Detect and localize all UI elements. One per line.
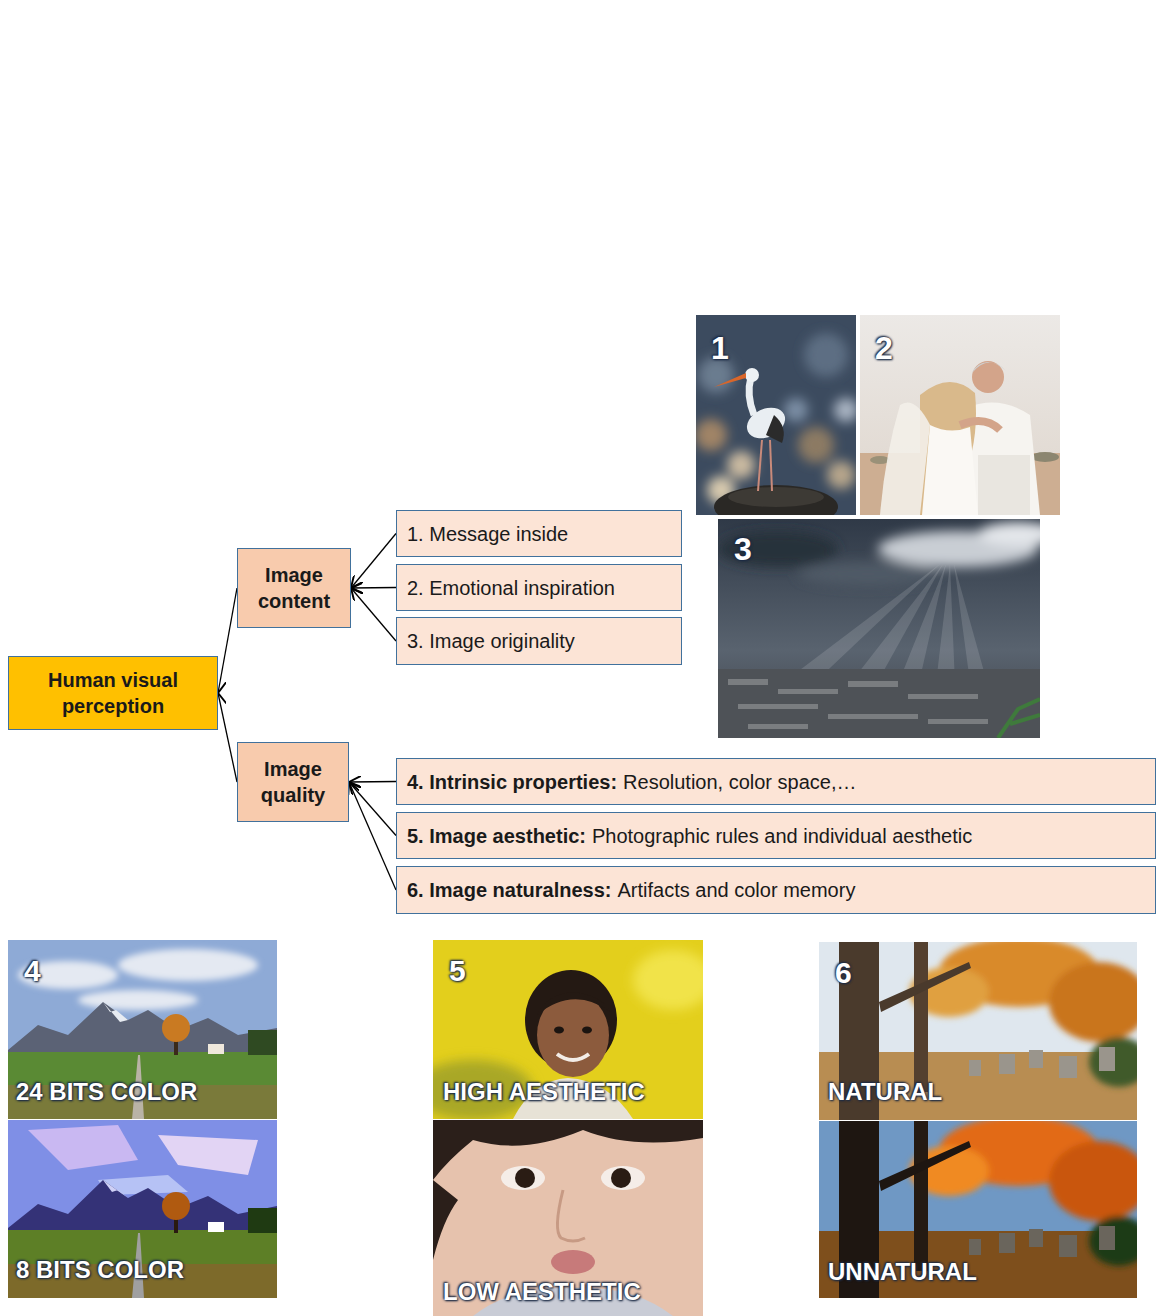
criterion-box: 2. Emotional inspiration <box>396 564 682 611</box>
photo-caption: LOW AESTHETIC <box>443 1280 641 1304</box>
criterion-box: 3. Image originality <box>396 617 682 665</box>
autumn-photo-unnatural <box>819 1116 1149 1298</box>
criterion-body: Resolution, color space,… <box>623 771 856 793</box>
arrow-connector <box>349 781 396 783</box>
callout-number: 1 <box>711 332 729 364</box>
callout-number: 5 <box>449 956 466 986</box>
arrow-connector <box>351 534 396 589</box>
criterion-heading: 6. Image naturalness: <box>407 879 612 901</box>
arrow-connector <box>351 588 396 641</box>
hug-photo <box>860 315 1060 515</box>
arrow-connector <box>218 693 237 782</box>
criterion-body: Artifacts and color memory <box>618 879 856 901</box>
node-text-group: 6. Image naturalness: Artifacts and color… <box>407 877 855 903</box>
node-text-group: 2. Emotional inspiration <box>407 575 615 601</box>
criterion-heading: 4. Intrinsic properties: <box>407 771 617 793</box>
callout-number: 4 <box>24 956 41 986</box>
stork-photo <box>695 315 858 529</box>
criterion-body: Photographic rules and individual aesthe… <box>592 825 972 847</box>
node-label: 3. Image originality <box>407 630 575 652</box>
sunray-photo <box>718 519 1058 738</box>
node-text-group: 5. Image aesthetic: Photographic rules an… <box>407 823 972 849</box>
category-box: Image quality <box>237 742 349 822</box>
arrow-connector <box>349 782 396 890</box>
node-label: Image quality <box>261 758 325 806</box>
photo-caption: NATURAL <box>828 1080 942 1104</box>
closeup-photo <box>433 1120 703 1316</box>
callout-number: 6 <box>835 958 852 988</box>
callout-number: 3 <box>734 533 752 565</box>
photo-caption: UNNATURAL <box>828 1260 977 1284</box>
node-label: 2. Emotional inspiration <box>407 577 615 599</box>
criterion-heading: 5. Image aesthetic: <box>407 825 586 847</box>
criterion-box: 4. Intrinsic properties: Resolution, colo… <box>396 758 1156 805</box>
photo-caption: 8 BITS COLOR <box>16 1258 184 1282</box>
root-box: Human visual perception <box>8 656 218 730</box>
node-text-group: Image quality <box>244 756 342 808</box>
node-text-group: 3. Image originality <box>407 628 575 654</box>
node-text-group: 4. Intrinsic properties: Resolution, colo… <box>407 769 857 795</box>
photo-caption: HIGH AESTHETIC <box>443 1080 645 1104</box>
category-box: Image content <box>237 548 351 628</box>
criterion-box: 6. Image naturalness: Artifacts and color… <box>396 866 1156 914</box>
autumn-photo <box>819 937 1149 1120</box>
portrait-photo <box>413 940 713 1120</box>
arrow-connector <box>349 782 396 836</box>
arrow-connector <box>351 587 396 589</box>
landscape-photo <box>8 940 277 1119</box>
node-text-group: Human visual perception <box>19 667 207 719</box>
criterion-box: 5. Image aesthetic: Photographic rules an… <box>396 812 1156 859</box>
node-label: Human visual perception <box>48 669 178 717</box>
photo-caption: 24 BITS COLOR <box>16 1080 197 1104</box>
node-text-group: Image content <box>244 562 344 614</box>
criterion-box: 1. Message inside <box>396 510 682 557</box>
arrow-connector <box>218 588 237 693</box>
node-label: Image content <box>258 564 330 612</box>
node-label: 1. Message inside <box>407 523 568 545</box>
callout-number: 2 <box>875 332 893 364</box>
landscape-photo-posterized <box>8 1120 277 1298</box>
node-text-group: 1. Message inside <box>407 521 568 547</box>
